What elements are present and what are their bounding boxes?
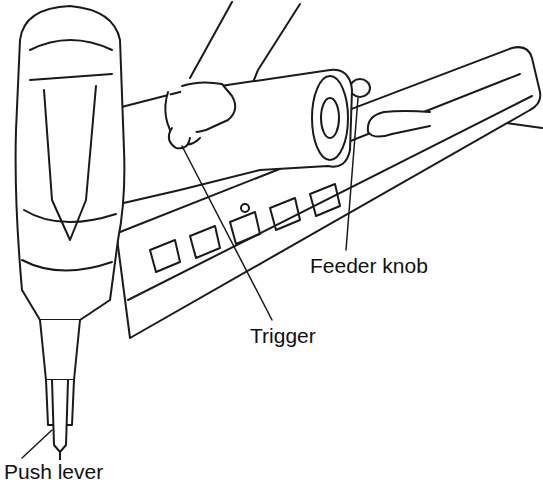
housing-line [44, 86, 96, 240]
leader-line [182, 146, 272, 320]
magazine-slot [270, 198, 300, 230]
hand [368, 111, 430, 137]
handle [110, 70, 352, 205]
rear-cap [321, 98, 339, 138]
screw [241, 204, 249, 212]
magazine-slot [310, 184, 340, 216]
leader-line [346, 98, 358, 250]
nose [40, 320, 80, 380]
body-housing [16, 6, 125, 320]
push-lever-part [52, 380, 68, 452]
leader-line [22, 430, 52, 458]
housing-line [24, 210, 116, 222]
magazine-slot [150, 240, 180, 272]
feeder-knob [350, 79, 370, 97]
housing-line [30, 40, 112, 50]
magazine-slot [190, 226, 220, 258]
part-label: Feeder knob [308, 254, 430, 277]
magazine [112, 47, 540, 338]
arm-line [190, 2, 232, 78]
rear-cap [312, 76, 348, 160]
magazine-slot [230, 212, 260, 244]
part-label: Push lever [2, 460, 105, 483]
trigger [169, 128, 190, 148]
part-label: Trigger [248, 324, 318, 347]
housing-line [22, 260, 112, 271]
housing-line [30, 74, 112, 80]
